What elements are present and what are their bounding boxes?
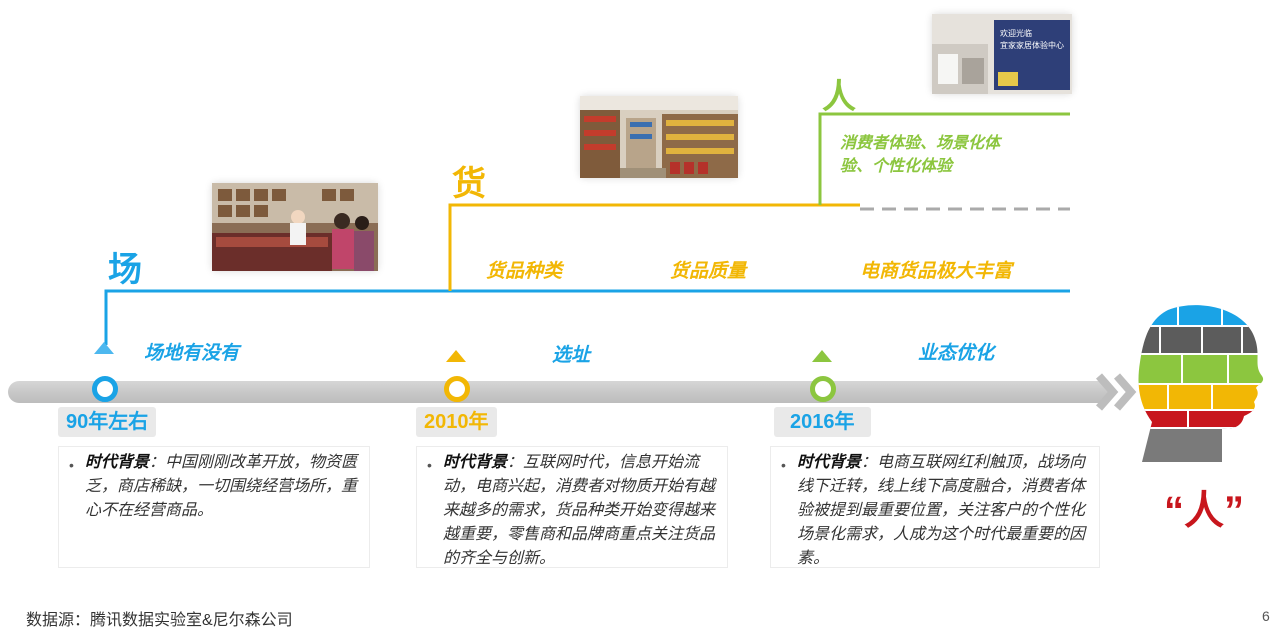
- photo-supermarket: [580, 96, 738, 178]
- milestone-2010-above: 选址: [552, 345, 591, 366]
- photo-experience-center: 欢迎光临 宜家家居体验中心: [932, 14, 1072, 94]
- desc-box-2010: • 时代背景：互联网时代，信息开始流动，电商兴起，消费者对物质开始有越来越多的需…: [416, 446, 728, 568]
- marker-triangle-90s: [94, 342, 114, 354]
- page-number: 6: [1262, 608, 1270, 624]
- timeline-bar: [8, 381, 1113, 403]
- ren-tier-line: [818, 112, 1070, 205]
- photo-sign-line2: 宜家家居体验中心: [1000, 40, 1064, 50]
- huo-tier-line: [448, 203, 860, 291]
- ren-label-line1: 消费者体验、场景化体: [840, 135, 1001, 152]
- milestone-circle-90s: [92, 376, 118, 402]
- photo-sign-line1: 欢迎光临: [1000, 28, 1032, 38]
- era-label-2010: 2010年: [416, 407, 497, 437]
- huo-label-quality: 货品质量: [670, 261, 747, 282]
- desc-tag-2016: 时代背景: [797, 454, 862, 471]
- photo-old-store: [212, 183, 378, 271]
- huo-label-abundance: 电商货品极大丰富: [860, 261, 1013, 282]
- marker-triangle-2016: [812, 350, 832, 362]
- desc-text-2016: ：电商互联网红利触顶，战场向线下迁转，线上线下高度融合，消费者体验被提到最重要位…: [797, 454, 1086, 567]
- tier-char-ren: 人: [822, 78, 856, 116]
- ren-label-line2: 验、个性化体验: [840, 158, 953, 175]
- chang-tier-line: [104, 289, 1070, 345]
- head-puzzle-illustration: [1138, 305, 1264, 463]
- milestone-2016-above: 业态优化: [918, 343, 995, 364]
- desc-box-90s: • 时代背景：中国刚刚改革开放，物资匮乏，商店稀缺，一切围绕经营场所，重心不在经…: [58, 446, 370, 568]
- timeline-arrow-icon: [1095, 373, 1137, 411]
- milestone-circle-2016: [810, 376, 836, 402]
- huo-label-variety: 货品种类: [486, 261, 563, 282]
- tier-char-chang: 场: [108, 251, 142, 289]
- data-source: 数据源：腾讯数据实验室&尼尔森公司: [26, 612, 293, 629]
- marker-triangle-2010: [446, 350, 466, 362]
- desc-tag-2010: 时代背景: [443, 454, 508, 471]
- chang-label: 场地有没有: [144, 343, 240, 364]
- milestone-circle-2010: [444, 376, 470, 402]
- desc-tag-90s: 时代背景: [85, 454, 150, 471]
- era-label-90s: 90年左右: [58, 407, 157, 437]
- desc-text-2010: ：互联网时代，信息开始流动，电商兴起，消费者对物质开始有越来越多的需求，货品种类…: [443, 454, 716, 567]
- ren-quote: “人”: [1164, 489, 1244, 533]
- era-label-2016: 2016年: [774, 407, 871, 437]
- desc-text-90s: ：中国刚刚改革开放，物资匮乏，商店稀缺，一切围绕经营场所，重心不在经营商品。: [85, 454, 358, 519]
- tier-char-huo: 货: [452, 165, 486, 203]
- desc-box-2016: • 时代背景：电商互联网红利触顶，战场向线下迁转，线上线下高度融合，消费者体验被…: [770, 446, 1100, 568]
